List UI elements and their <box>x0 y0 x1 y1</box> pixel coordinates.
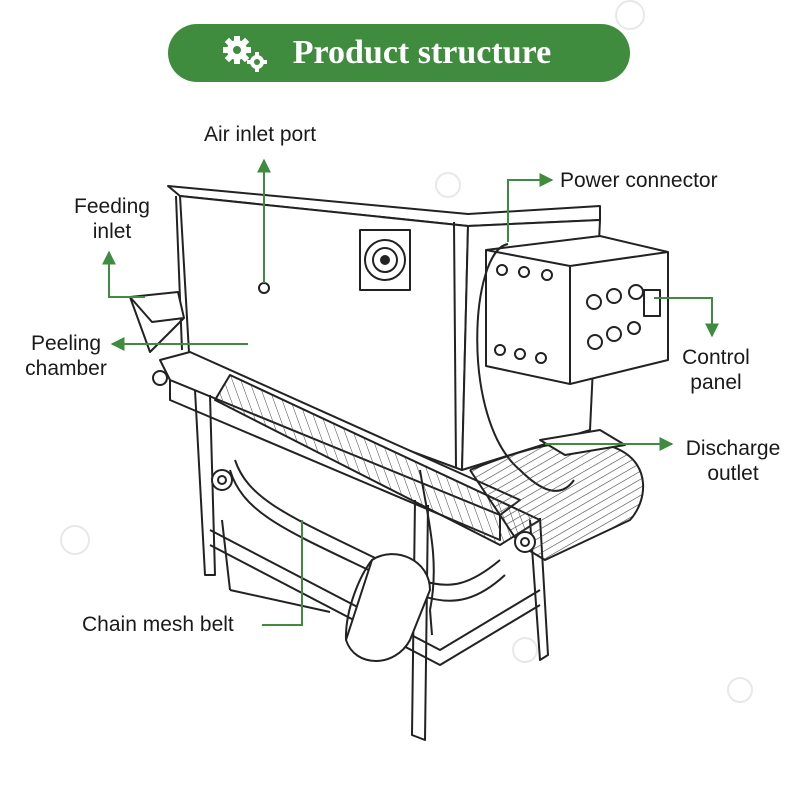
machine-drawing <box>129 185 669 741</box>
leader-control-panel <box>654 297 719 338</box>
label-control-panel-line2: panel <box>690 371 742 394</box>
label-discharge-outlet-line1: Discharge <box>685 437 781 460</box>
label-control-panel-line1: Control <box>682 346 750 369</box>
label-feeding-inlet: Feeding inlet <box>68 194 156 244</box>
leader-power-connector <box>507 173 554 242</box>
label-power-connector: Power connector <box>560 169 718 192</box>
label-peeling-chamber-line1: Peeling <box>30 332 102 355</box>
title-banner: Product structure <box>168 24 630 82</box>
label-peeling-chamber-line2: chamber <box>25 357 107 380</box>
label-discharge-outlet: Discharge outlet <box>676 436 790 486</box>
label-control-panel: Control panel <box>672 345 760 395</box>
label-chain-mesh-belt: Chain mesh belt <box>82 613 234 636</box>
label-feeding-inlet-line2: inlet <box>92 220 132 243</box>
label-peeling-chamber: Peeling chamber <box>18 331 114 381</box>
watermark <box>60 0 753 703</box>
gears-icon <box>223 36 267 72</box>
page-title: Product structure <box>292 34 552 71</box>
label-feeding-inlet-line1: Feeding <box>74 195 150 218</box>
label-discharge-outlet-line2: outlet <box>707 462 759 485</box>
leader-lines <box>102 158 719 626</box>
leader-chain-mesh-belt <box>262 520 303 626</box>
label-air-inlet-port: Air inlet port <box>204 123 317 146</box>
leader-feeding-inlet <box>102 250 145 298</box>
